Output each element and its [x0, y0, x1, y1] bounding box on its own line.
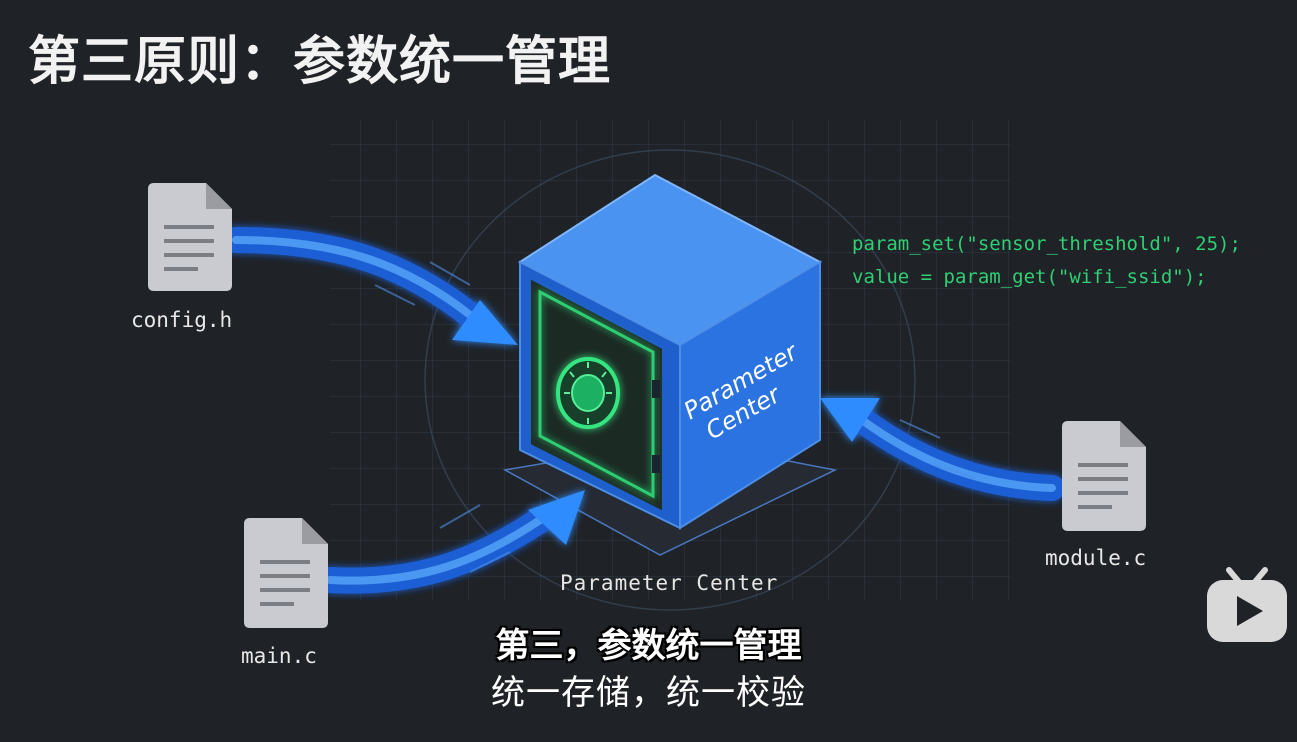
parameter-center-cube: Parameter Center	[518, 173, 823, 530]
cube-caption: Parameter Center	[560, 571, 779, 595]
file-label-module: module.c	[1045, 546, 1147, 570]
code-line-param-get: value = param_get("wifi_ssid");	[852, 266, 1207, 288]
safe-dial-icon	[556, 357, 620, 429]
page-title: 第三原则：参数统一管理	[28, 32, 612, 92]
code-line-param-set: param_set("sensor_threshold", 25);	[852, 233, 1241, 255]
orbit-ring	[424, 149, 916, 611]
subtitle-line2: 统一存储，统一校验	[491, 673, 806, 713]
document-icon	[148, 183, 232, 291]
arrow-config-to-center	[223, 227, 518, 345]
bilibili-tv-icon	[1207, 567, 1287, 642]
document-icon	[244, 518, 328, 628]
arrow-module-to-center	[820, 398, 1065, 501]
file-label-main: main.c	[241, 644, 317, 668]
motion-lines	[374, 261, 976, 573]
safe-door-glow	[538, 289, 655, 499]
safe-hinge-bottom	[652, 455, 660, 473]
cube-side-face	[679, 260, 821, 530]
subtitle-line1: 第三，参数统一管理	[495, 626, 802, 666]
file-label-config: config.h	[131, 308, 233, 332]
safe-hinge-top	[652, 380, 660, 398]
document-icon	[1062, 421, 1146, 531]
arrow-main-to-center	[317, 490, 585, 594]
